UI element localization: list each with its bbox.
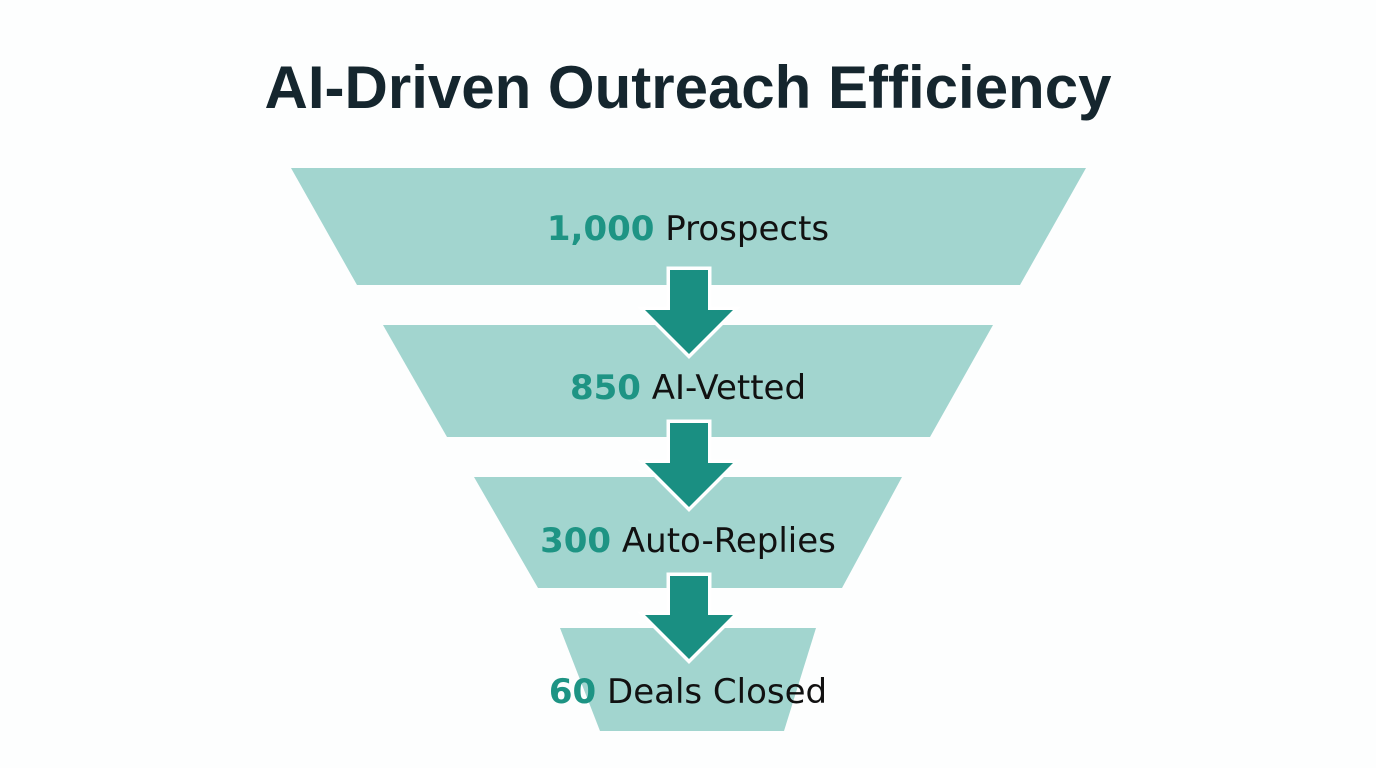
funnel-stage-2-label: 850 AI-Vetted bbox=[0, 368, 1376, 408]
stage-value: 1,000 bbox=[546, 209, 655, 249]
funnel-stage-1-shape bbox=[291, 168, 1086, 285]
down-arrow-icon bbox=[636, 419, 742, 512]
funnel-stage-2-shape bbox=[383, 325, 993, 437]
stage-name: Prospects bbox=[665, 209, 830, 249]
stage-name: AI-Vetted bbox=[651, 368, 807, 408]
funnel-stage-3-label: 300 Auto-Replies bbox=[0, 521, 1376, 561]
stage-name: Auto-Replies bbox=[621, 521, 836, 561]
funnel-stage-1-label: 1,000 Prospects bbox=[0, 209, 1376, 249]
down-arrow-icon bbox=[636, 572, 742, 664]
stage-value: 60 bbox=[548, 672, 597, 712]
funnel-stage-4-label: 60 Deals Closed bbox=[0, 672, 1376, 712]
stage-name: Deals Closed bbox=[607, 672, 828, 712]
chart-title: AI-Driven Outreach Efficiency bbox=[264, 54, 1112, 121]
stage-value: 300 bbox=[540, 521, 612, 561]
stage-value: 850 bbox=[569, 368, 641, 408]
funnel-stage-4-shape bbox=[560, 628, 816, 731]
down-arrow-icon bbox=[636, 266, 742, 359]
funnel-stage-3-shape bbox=[474, 477, 902, 588]
